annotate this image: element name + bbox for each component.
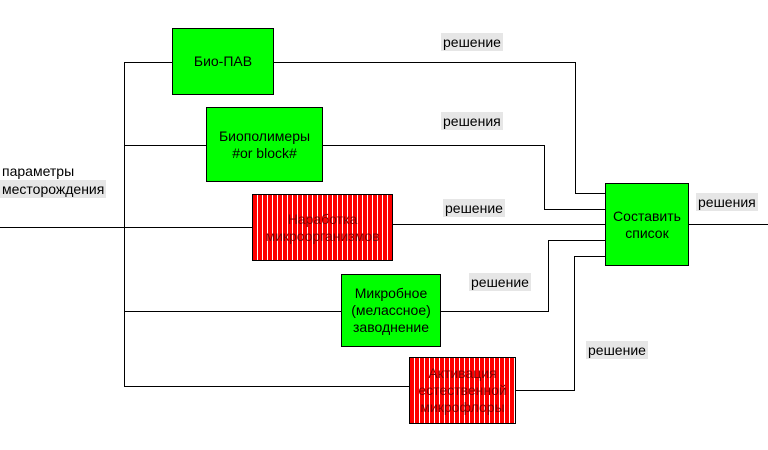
edge-label-microbial-flooding: решение <box>469 273 531 291</box>
edge-label-activation: решение <box>586 341 648 359</box>
block-biopolymers[interactable]: Биополимеры #or block# <box>206 107 323 182</box>
edge-label-output: решения <box>696 193 758 211</box>
input-label-line1: параметры <box>2 163 75 179</box>
input-label-line2: месторождения <box>0 180 107 198</box>
edge-label-biopolymers: решения <box>441 112 503 130</box>
block-microbial-flooding[interactable]: Микробное (мелассное) заводнение <box>341 274 441 347</box>
block-microflora-activation[interactable]: Активация естественной микрофлоры <box>409 357 516 424</box>
edge-label-accumulation: решение <box>443 199 505 217</box>
block-compile-list[interactable]: Составить список <box>605 183 689 266</box>
edge-label-bio-pav: решение <box>441 33 503 51</box>
block-microorganism-accumulation[interactable]: Наработка микроорганизмов <box>252 194 393 261</box>
block-bio-pav[interactable]: Био-ПАВ <box>172 28 274 95</box>
